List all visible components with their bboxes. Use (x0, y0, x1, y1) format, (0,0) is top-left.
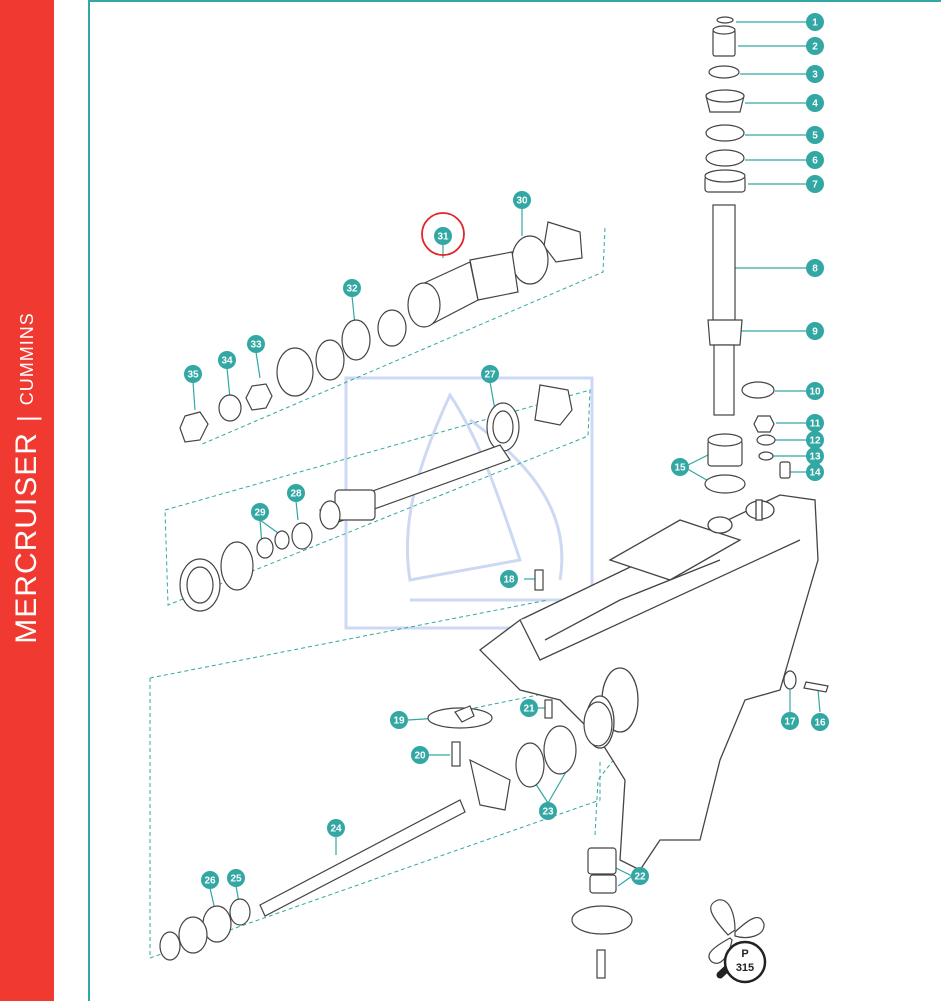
callout-17[interactable]: 17 (781, 712, 799, 730)
svg-text:27: 27 (484, 370, 496, 381)
propeller-shaft-assembly (179, 384, 573, 612)
svg-text:26: 26 (204, 876, 216, 887)
callout-5[interactable]: 5 (806, 126, 824, 144)
callout-31[interactable]: 31 (434, 227, 452, 245)
bearing-carrier-assembly (179, 221, 583, 443)
lower-unit-parts (159, 569, 633, 979)
callout-15[interactable]: 15 (671, 458, 689, 476)
svg-text:8: 8 (812, 264, 818, 275)
callout-11[interactable]: 11 (806, 414, 824, 432)
svg-text:32: 32 (346, 284, 358, 295)
callout-32[interactable]: 32 (343, 279, 361, 297)
svg-text:30: 30 (516, 196, 528, 207)
propeller-badge: P 315 (723, 940, 767, 984)
callout-24[interactable]: 24 (327, 819, 345, 837)
svg-text:23: 23 (542, 807, 554, 818)
callout-7[interactable]: 7 (806, 175, 824, 193)
svg-text:24: 24 (330, 824, 342, 835)
svg-text:31: 31 (437, 232, 449, 243)
svg-text:7: 7 (812, 180, 818, 191)
callout-20[interactable]: 20 (411, 746, 429, 764)
propeller-badge-letter: P (741, 948, 748, 960)
svg-text:35: 35 (187, 370, 199, 381)
callout-28[interactable]: 28 (287, 484, 305, 502)
drive-shaft-assembly (704, 16, 746, 416)
callout-18[interactable]: 18 (500, 570, 518, 588)
gearcase-housing (479, 494, 819, 871)
callout-29[interactable]: 29 (251, 503, 269, 521)
callout-30[interactable]: 30 (513, 191, 531, 209)
callout-35[interactable]: 35 (184, 365, 202, 383)
svg-text:12: 12 (809, 436, 821, 447)
callout-14[interactable]: 14 (806, 463, 824, 481)
callout-21[interactable]: 21 (520, 699, 538, 717)
svg-text:17: 17 (784, 717, 796, 728)
svg-text:19: 19 (393, 716, 405, 727)
propeller-badge-number: 315 (736, 962, 754, 974)
svg-text:21: 21 (523, 704, 535, 715)
leader-lines (192, 21, 821, 911)
svg-text:29: 29 (254, 508, 266, 519)
svg-text:33: 33 (250, 340, 262, 351)
frame-border-top (88, 0, 941, 2)
callout-3[interactable]: 3 (806, 65, 824, 83)
callout-34[interactable]: 34 (218, 351, 236, 369)
svg-text:22: 22 (634, 872, 646, 883)
svg-text:1: 1 (812, 18, 818, 29)
svg-text:14: 14 (809, 468, 821, 479)
svg-text:11: 11 (810, 419, 821, 430)
svg-text:5: 5 (812, 131, 818, 142)
brand-sidebar: MERCRUISER | CUMMINS (0, 0, 54, 1001)
callout-12[interactable]: 12 (806, 431, 824, 449)
callout-27[interactable]: 27 (481, 365, 499, 383)
callout-4[interactable]: 4 (806, 94, 824, 112)
callout-8[interactable]: 8 (806, 259, 824, 277)
svg-text:16: 16 (814, 718, 826, 729)
highlight-ring (421, 212, 465, 256)
callout-13[interactable]: 13 (806, 447, 824, 465)
callout-22[interactable]: 22 (631, 867, 649, 885)
svg-text:4: 4 (812, 99, 818, 110)
frame-border-left (88, 0, 90, 1001)
svg-text:3: 3 (812, 70, 818, 81)
callout-2[interactable]: 2 (806, 37, 824, 55)
callout-26[interactable]: 26 (201, 871, 219, 889)
right-small-parts (704, 381, 829, 693)
callout-16[interactable]: 16 (811, 713, 829, 731)
callout-19[interactable]: 19 (390, 711, 408, 729)
svg-text:13: 13 (809, 452, 821, 463)
callout-10[interactable]: 10 (806, 382, 824, 400)
callout-9[interactable]: 9 (806, 322, 824, 340)
svg-text:28: 28 (290, 489, 302, 500)
svg-text:9: 9 (812, 327, 818, 338)
svg-text:2: 2 (812, 42, 818, 53)
callout-23[interactable]: 23 (539, 802, 557, 820)
callout-25[interactable]: 25 (227, 869, 245, 887)
svg-text:25: 25 (230, 874, 242, 885)
svg-text:15: 15 (674, 463, 686, 474)
callout-6[interactable]: 6 (806, 151, 824, 169)
svg-text:6: 6 (812, 156, 818, 167)
part-callouts: 1 2 3 4 5 6 7 8 9 10 11 12 13 14 15 16 1… (184, 13, 829, 889)
svg-text:18: 18 (503, 575, 515, 586)
callout-1[interactable]: 1 (806, 13, 824, 31)
svg-text:10: 10 (809, 387, 821, 398)
svg-text:20: 20 (414, 751, 426, 762)
callout-33[interactable]: 33 (247, 335, 265, 353)
svg-text:34: 34 (221, 356, 233, 367)
